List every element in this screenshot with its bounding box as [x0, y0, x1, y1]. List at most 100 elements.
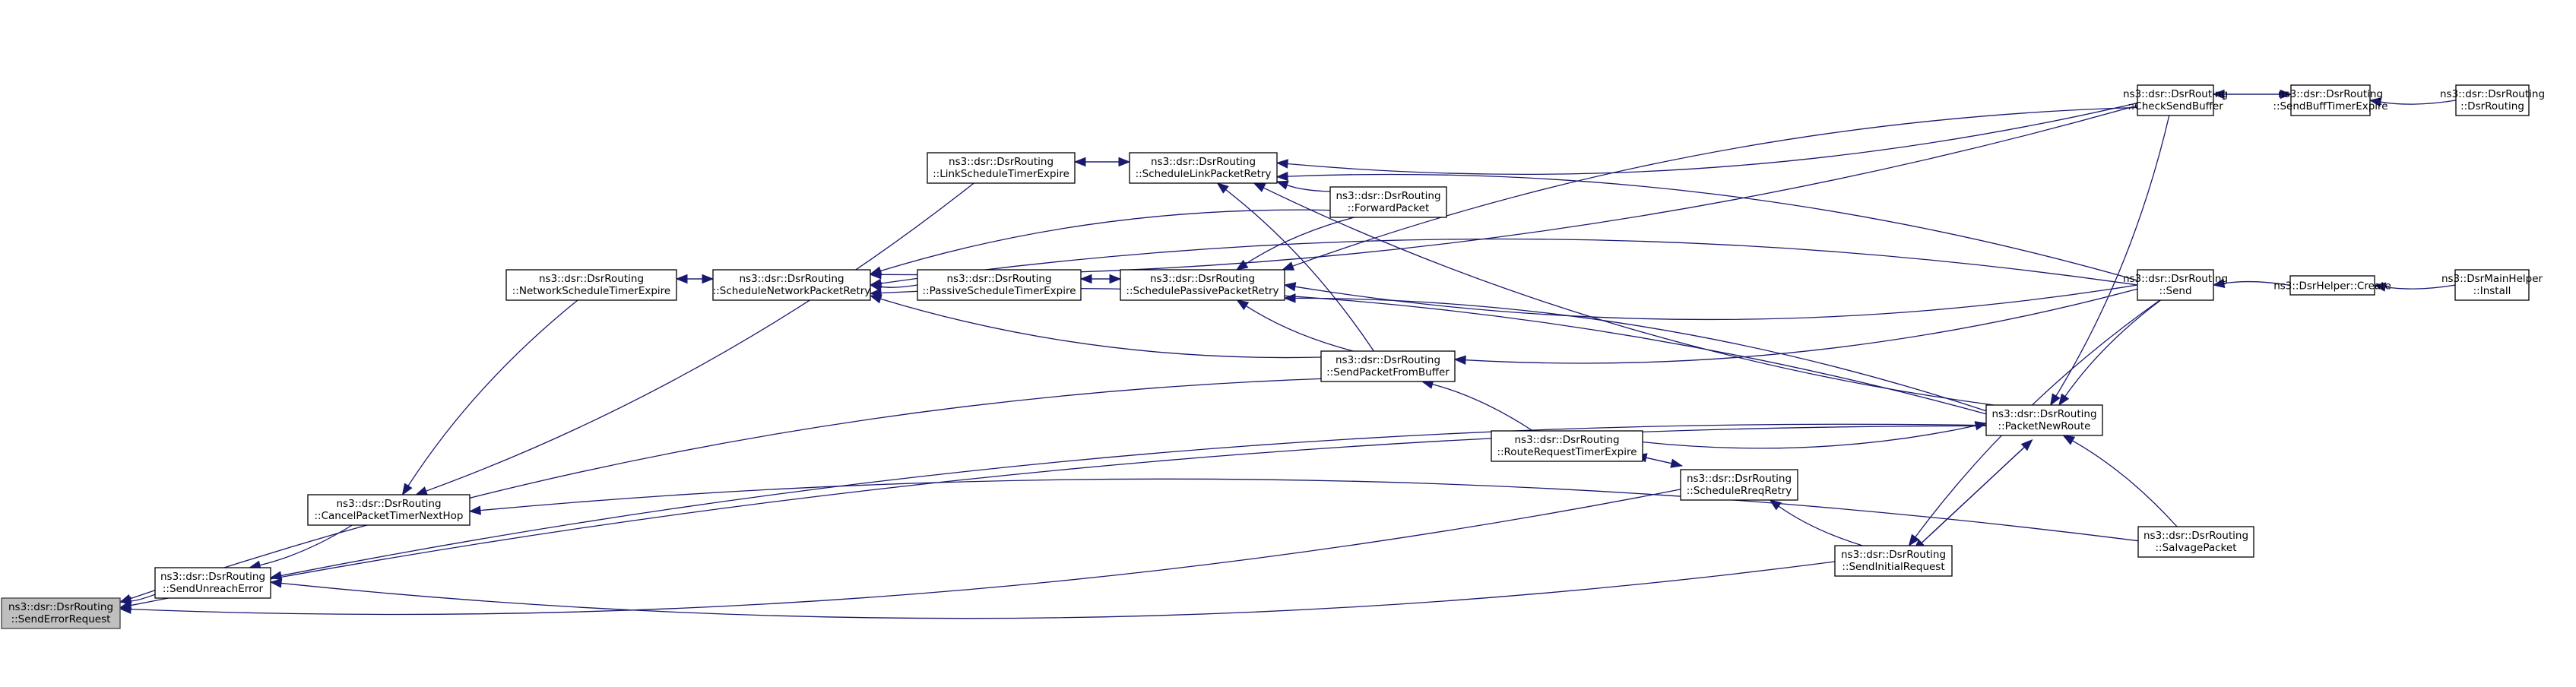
node-namespace-label: ns3::dsr::DsrRouting	[2143, 530, 2248, 542]
arrowhead-icon	[1275, 180, 1289, 190]
edge-RouteRequestTimerExpire-to-SendPacketFromBuffer	[1432, 383, 1533, 432]
node-box[interactable]	[1329, 186, 1447, 218]
edge-ScheduleRreqRetry-to-SendErrorRequest	[130, 489, 1681, 616]
node-method-label: ::SendInitialRequest	[1842, 561, 1944, 573]
edge-SendPacketFromBuffer-to-SendErrorRequest	[129, 378, 1322, 600]
node-SendBuffTimerExpire[interactable]: ns3::dsr::DsrRouting::SendBuffTimerExpir…	[2273, 84, 2388, 116]
node-DsrHelperCreate[interactable]: ns3::DsrHelper::Create	[2273, 275, 2391, 296]
edge-LinkScheduleTimerExpire-to-CancelPacketTimerNextHop	[426, 182, 974, 492]
edge-PacketNewRoute-to-SchedulePassivePacketRetry	[1294, 297, 1987, 412]
node-box[interactable]	[307, 494, 471, 526]
arrowhead-icon	[415, 486, 429, 495]
node-namespace-label: ns3::dsr::DsrRouting	[2278, 88, 2383, 100]
node-box[interactable]	[1129, 152, 1278, 184]
edge-SendInitialRequest-to-SendUnreachError	[280, 561, 1836, 619]
node-box[interactable]	[2137, 526, 2254, 558]
edge-CheckSendBuffer-to-PacketNewRoute	[2055, 115, 2170, 397]
node-box[interactable]	[2137, 84, 2214, 116]
edge-NetworkScheduleTimerExpire-to-CancelPacketTimerNextHop	[407, 299, 578, 486]
node-method-label: ::SendPacketFromBuffer	[1326, 366, 1450, 378]
node-box[interactable]	[712, 269, 871, 301]
node-box[interactable]	[1, 597, 121, 629]
node-namespace-label: ns3::dsr::DsrRouting	[2123, 88, 2228, 100]
node-method-label: ::SendUnreachError	[163, 583, 264, 595]
node-method-label: ::ScheduleNetworkPacketRetry	[713, 285, 871, 297]
node-DsrRouting[interactable]: ns3::dsr::DsrRouting::DsrRouting	[2440, 84, 2545, 116]
node-ScheduleNetworkPacketRetry[interactable]: ns3::dsr::DsrRouting::ScheduleNetworkPac…	[712, 269, 871, 301]
node-CancelPacketTimerNextHop[interactable]: ns3::dsr::DsrRouting::CancelPacketTimerN…	[307, 494, 471, 526]
node-DsrMainHelperInstall[interactable]: ns3::DsrMainHelper::Install	[2441, 269, 2543, 301]
edge-ForwardPacket-to-ScheduleLinkPacketRetry	[1286, 184, 1331, 192]
node-ScheduleRreqRetry[interactable]: ns3::dsr::DsrRouting::ScheduleRreqRetry	[1680, 469, 1798, 501]
edge-ForwardPacket-to-ScheduleNetworkPacketRetry	[880, 209, 1331, 272]
node-SendUnreachError[interactable]: ns3::dsr::DsrRouting::SendUnreachError	[154, 567, 271, 599]
arrowhead-icon	[869, 288, 882, 298]
node-box[interactable]	[1491, 430, 1643, 462]
node-NetworkScheduleTimerExpire[interactable]: ns3::dsr::DsrRouting::NetworkScheduleTim…	[505, 269, 677, 301]
arrowhead-icon	[269, 571, 283, 581]
arrowhead-icon	[401, 483, 413, 496]
node-box[interactable]	[1120, 269, 1285, 301]
node-box[interactable]	[2455, 84, 2530, 116]
node-box[interactable]	[1985, 404, 2103, 436]
node-SalvagePacket[interactable]: ns3::dsr::DsrRouting::SalvagePacket	[2137, 526, 2254, 558]
arrowhead-icon	[1974, 421, 1988, 431]
edge-PacketNewRoute-to-SendUnreachError	[280, 423, 1987, 577]
node-ForwardPacket[interactable]: ns3::dsr::DsrRouting::ForwardPacket	[1329, 186, 1447, 218]
node-method-label: ::DsrRouting	[2460, 100, 2524, 112]
node-namespace-label: ns3::dsr::DsrRouting	[739, 273, 844, 285]
node-box[interactable]	[2289, 275, 2375, 296]
node-namespace-label: ns3::dsr::DsrRouting	[1514, 434, 1619, 446]
node-method-label: ::ScheduleRreqRetry	[1687, 485, 1792, 497]
node-PacketNewRoute[interactable]: ns3::dsr::DsrRouting::PacketNewRoute	[1985, 404, 2103, 436]
arrowhead-icon	[119, 600, 132, 610]
node-box[interactable]	[2137, 269, 2214, 301]
node-method-label: ::SendErrorRequest	[11, 613, 111, 625]
node-SendErrorRequest[interactable]: ns3::dsr::DsrRouting::SendErrorRequest	[1, 597, 121, 629]
node-namespace-label: ns3::dsr::DsrRouting	[2440, 88, 2545, 100]
node-LinkScheduleTimerExpire[interactable]: ns3::dsr::DsrRouting::LinkScheduleTimerE…	[927, 152, 1076, 184]
edge-SendPacketFromBuffer-to-ScheduleLinkPacketRetry	[1225, 189, 1374, 352]
node-box[interactable]	[1680, 469, 1798, 501]
node-namespace-label: ns3::dsr::DsrRouting	[1336, 190, 1440, 202]
node-SendPacketFromBuffer[interactable]: ns3::dsr::DsrRouting::SendPacketFromBuff…	[1320, 350, 1456, 382]
arrowhead-icon	[1275, 171, 1288, 182]
node-CheckSendBuffer[interactable]: ns3::dsr::DsrRouting::CheckSendBuffer	[2123, 84, 2228, 116]
arrowhead-icon	[1283, 293, 1296, 303]
node-box[interactable]	[1320, 350, 1456, 382]
arrowhead-icon	[1236, 299, 1250, 311]
edge-SendInitialRequest-to-ScheduleRreqRetry	[1778, 505, 1863, 546]
node-box[interactable]	[505, 269, 677, 301]
arrowhead-icon	[269, 578, 283, 588]
arrowhead-icon	[2280, 89, 2292, 100]
node-box[interactable]	[927, 152, 1076, 184]
edge-PacketNewRoute-to-SendErrorRequest	[130, 425, 1987, 606]
node-box[interactable]	[2454, 269, 2530, 301]
node-namespace-label: ns3::dsr::DsrRouting	[1151, 156, 1256, 168]
node-RouteRequestTimerExpire[interactable]: ns3::dsr::DsrRouting::RouteRequestTimerE…	[1491, 430, 1643, 462]
node-method-label: ::CancelPacketTimerNextHop	[314, 510, 463, 522]
node-method-label: ::ScheduleLinkPacketRetry	[1136, 168, 1272, 180]
node-SendInitialRequest[interactable]: ns3::dsr::DsrRouting::SendInitialRequest	[1834, 545, 1953, 577]
edge-CancelPacketTimerNextHop-to-SendUnreachError	[259, 524, 353, 566]
node-method-label: ::Install	[2473, 285, 2511, 297]
arrowhead-icon	[1282, 261, 1295, 271]
arrowhead-icon	[2212, 278, 2226, 289]
edges-layer	[119, 89, 2457, 619]
node-ScheduleLinkPacketRetry[interactable]: ns3::dsr::DsrRouting::ScheduleLinkPacket…	[1129, 152, 1278, 184]
node-namespace-label: ns3::dsr::DsrRouting	[946, 273, 1051, 285]
node-box[interactable]	[154, 567, 271, 599]
node-namespace-label: ns3::dsr::DsrRouting	[8, 601, 113, 613]
arrowhead-icon	[1670, 458, 1684, 468]
node-SchedulePassivePacketRetry[interactable]: ns3::dsr::DsrRouting::SchedulePassivePac…	[1120, 269, 1285, 301]
node-namespace-label: ns3::DsrMainHelper	[2441, 273, 2543, 285]
node-box[interactable]	[2290, 84, 2371, 116]
arrowhead-icon	[468, 505, 481, 515]
edge-PassiveScheduleTimerExpire-to-ScheduleNetworkPacketRetry	[880, 284, 918, 288]
node-Send[interactable]: ns3::dsr::DsrRouting::Send	[2123, 269, 2228, 301]
node-box[interactable]	[1834, 545, 1953, 577]
arrowhead-icon	[2373, 282, 2387, 292]
node-box[interactable]	[917, 269, 1082, 301]
node-PassiveScheduleTimerExpire[interactable]: ns3::dsr::DsrRouting::PassiveScheduleTim…	[917, 269, 1082, 301]
